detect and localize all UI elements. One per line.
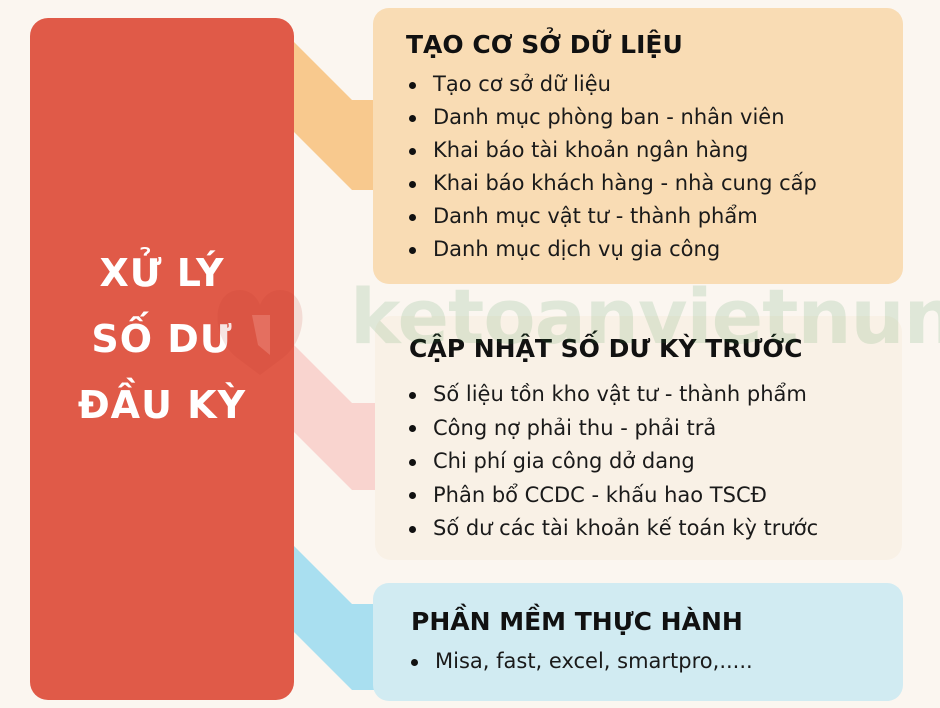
section-title: PHẦN MỀM THỰC HÀNH — [411, 607, 743, 636]
main-topic-block — [30, 18, 294, 700]
list-item: Số dư các tài khoản kế toán kỳ trước — [409, 512, 818, 546]
list-item: Danh mục phòng ban - nhân viên — [409, 101, 817, 134]
main-title-line-2: SỐ DƯ — [91, 317, 233, 361]
list-item: Khai báo khách hàng - nhà cung cấp — [409, 167, 817, 200]
section-title: TẠO CƠ SỞ DỮ LIỆU — [406, 30, 683, 59]
list-item: Chi phí gia công dở dang — [409, 445, 818, 479]
main-title-line-1: XỬ LÝ — [99, 251, 225, 295]
section-title: CẬP NHẬT SỐ DƯ KỲ TRƯỚC — [409, 334, 803, 363]
main-title-line-3: ĐẦU KỲ — [77, 383, 247, 427]
connector-section-2 — [294, 345, 376, 490]
connector-section-1 — [294, 42, 374, 190]
section-item-list: Số liệu tồn kho vật tư - thành phẩm Công… — [409, 378, 818, 546]
list-item: Tạo cơ sở dữ liệu — [409, 68, 817, 101]
list-item: Misa, fast, excel, smartpro,..... — [411, 645, 753, 678]
section-item-list: Misa, fast, excel, smartpro,..... — [411, 645, 753, 678]
list-item: Danh mục dịch vụ gia công — [409, 233, 817, 266]
section-update-prior-balance: CẬP NHẬT SỐ DƯ KỲ TRƯỚC Số liệu tồn kho … — [375, 316, 902, 560]
list-item: Danh mục vật tư - thành phẩm — [409, 200, 817, 233]
connector-section-3 — [294, 546, 374, 690]
list-item: Khai báo tài khoản ngân hàng — [409, 134, 817, 167]
list-item: Phân bổ CCDC - khấu hao TSCĐ — [409, 479, 818, 513]
section-practice-software: PHẦN MỀM THỰC HÀNH Misa, fast, excel, sm… — [373, 583, 903, 701]
section-item-list: Tạo cơ sở dữ liệu Danh mục phòng ban - n… — [409, 68, 817, 266]
section-create-database: TẠO CƠ SỞ DỮ LIỆU Tạo cơ sở dữ liệu Danh… — [373, 8, 903, 284]
list-item: Công nợ phải thu - phải trả — [409, 412, 818, 446]
main-topic-title: XỬ LÝ SỐ DƯ ĐẦU KỲ — [30, 240, 294, 438]
list-item: Số liệu tồn kho vật tư - thành phẩm — [409, 378, 818, 412]
